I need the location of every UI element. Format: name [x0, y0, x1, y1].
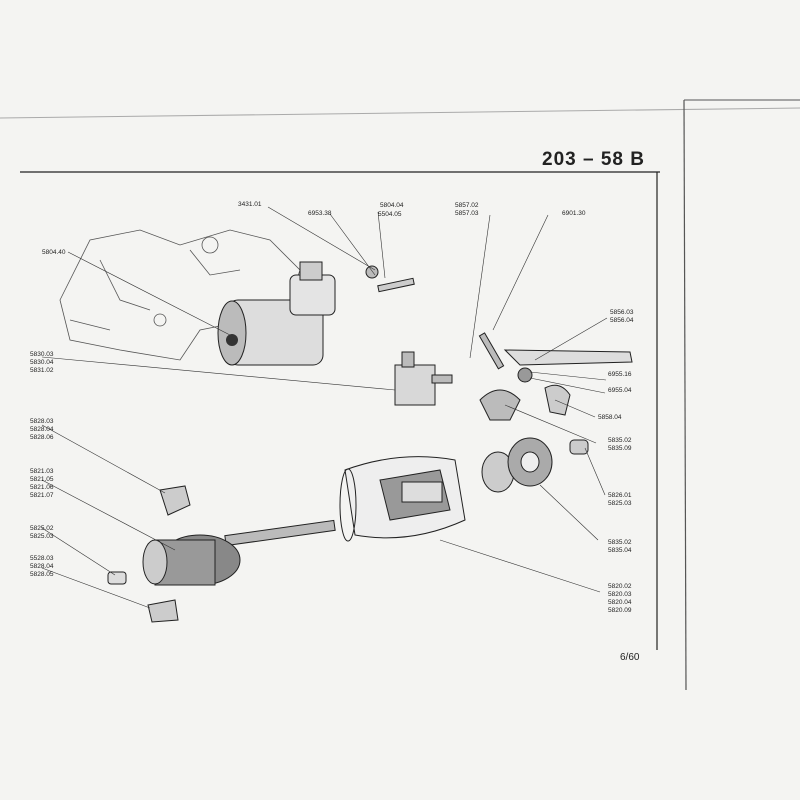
callout-5856-04: 5856.04	[610, 317, 634, 324]
starter-motor-assembly	[217, 261, 336, 366]
callout-5821-05: 5821.05	[30, 476, 54, 483]
callout-5830-03: 5830.03	[30, 351, 54, 358]
callout-5820-04: 5820.04	[608, 599, 632, 606]
callout-5820-03: 5820.03	[608, 591, 632, 598]
stator-housing	[339, 456, 466, 542]
brush-assemblies	[147, 485, 191, 623]
callout-5504-05: 5504.05	[378, 211, 402, 218]
callout-5856-03: 5856.03	[610, 309, 634, 316]
callout-5835-09: 5835.09	[608, 445, 632, 452]
leader-lines	[41, 206, 608, 609]
armature	[107, 519, 336, 586]
callout-5804-04: 5804.04	[380, 202, 404, 209]
callout-5804-40: 5804.40	[42, 249, 66, 256]
callout-5528-03: 5528.03	[30, 555, 54, 562]
callout-5830-04: 5830.04	[30, 359, 54, 366]
callout-6955-04: 6955.04	[608, 387, 632, 394]
page-number: 6/60	[620, 652, 640, 663]
callout-6955-16: 6955.16	[608, 371, 632, 378]
callout-5828-03: 5828.03	[30, 418, 54, 425]
part-callouts: 3431.01 6953.38 5804.04 5504.05 5857.02 …	[30, 201, 634, 614]
callout-5828-05: 5828.05	[30, 571, 54, 578]
callout-5820-02: 5820.02	[608, 583, 632, 590]
callout-6953-38: 6953.38	[308, 210, 332, 217]
callout-5857-02: 5857.02	[455, 202, 479, 209]
callout-5858-04: 5858.04	[598, 414, 622, 421]
callout-5821-06: 5821.06	[30, 484, 54, 491]
callout-5857-03: 5857.03	[455, 210, 479, 217]
callout-5821-07: 5821.07	[30, 492, 54, 499]
page-title: 203 – 58 B	[542, 149, 645, 170]
mounting-bolts	[365, 265, 505, 370]
pinion-drive	[481, 437, 589, 493]
callout-5835-02-lower: 5835.02	[608, 539, 632, 546]
callout-5826-01: 5826.01	[608, 492, 632, 499]
page-frame	[0, 99, 800, 691]
callout-5825-02: 5825.02	[30, 525, 54, 532]
callout-5821-03: 5821.03	[30, 468, 54, 475]
callout-5835-02-upper: 5835.02	[608, 437, 632, 444]
callout-5825-03-right: 5825.03	[608, 500, 632, 507]
callout-5828-04: 5828.04	[30, 426, 54, 433]
callout-5820-09: 5820.09	[608, 607, 632, 614]
callout-6901-30: 6901.30	[562, 210, 586, 217]
callout-5825-03-left: 5825.03	[30, 533, 54, 540]
callout-3431-01: 3431.01	[238, 201, 262, 208]
callout-5828-06: 5828.06	[30, 434, 54, 441]
solenoid-switch	[394, 351, 453, 406]
callout-5835-04: 5835.04	[608, 547, 632, 554]
callout-5828-04-lower: 5828.04	[30, 563, 54, 570]
callout-5831-02: 5831.02	[30, 367, 54, 374]
engagement-lever	[479, 349, 633, 421]
